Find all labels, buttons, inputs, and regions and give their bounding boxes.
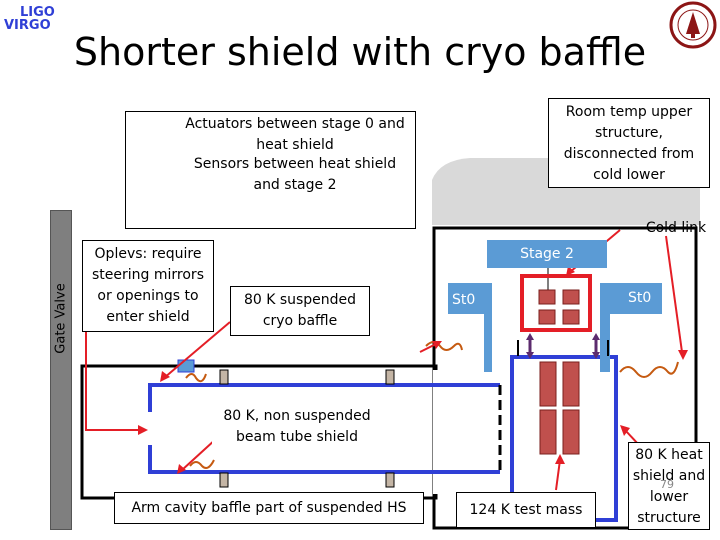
arm-cavity-label: Arm cavity baffle part of suspended HS (114, 492, 424, 524)
ligo-logo-text: LIGO (20, 5, 55, 20)
st0-right-block (600, 283, 662, 372)
heat-shield-label: 80 K heat shield and lower structure (628, 442, 710, 530)
virgo-logo-text: VIRGO (4, 18, 51, 33)
st0-left-label: St0 (452, 292, 476, 308)
stage2-masses (538, 289, 580, 325)
tube-chamber-gap (433, 370, 438, 494)
legend-box-border (125, 111, 416, 229)
ligo-virgo-logo: LIGO VIRGO (2, 6, 64, 48)
slide-title: Shorter shield with cryo baffle (73, 30, 647, 74)
test-mass-label: 124 K test mass (456, 492, 596, 528)
chamber-arrow-heads (526, 333, 600, 359)
stage2-bar: Stage 2 (487, 240, 607, 268)
legend-actuators-label: Actuators between stage 0 and heat shiel… (185, 116, 405, 153)
cryo-baffle-label: 80 K suspended cryo baffle (230, 286, 370, 336)
beam-tube-shield (148, 383, 500, 474)
chamber-ticks (517, 340, 609, 356)
st0-left-block (448, 283, 492, 372)
annotation-arrow-heads (138, 266, 688, 474)
gate-valve-label: Gate Valve (53, 283, 69, 354)
beam-tube-shield-label: 80 K, non suspended beam tube shield (212, 406, 382, 448)
oplevs-label: Oplevs: require steering mirrors or open… (82, 240, 214, 332)
gate-valve: Gate Valve (50, 210, 72, 530)
legend-sensors-label: Sensors between heat shield and stage 2 (193, 156, 397, 193)
tube-support-posts (219, 369, 395, 488)
chamber-arrows (528, 338, 598, 354)
room-temp-label: Room temp upper structure, disconnected … (548, 98, 710, 188)
page-number: 79 (660, 478, 674, 491)
st0-right-label: St0 (628, 290, 652, 306)
oplev-mirror (177, 359, 195, 373)
stage2-highlight (520, 274, 592, 332)
university-seal-icon (669, 1, 717, 49)
test-mass-chains (539, 361, 580, 455)
legend-box (125, 111, 416, 229)
cold-link-label: Cold link (645, 220, 707, 236)
